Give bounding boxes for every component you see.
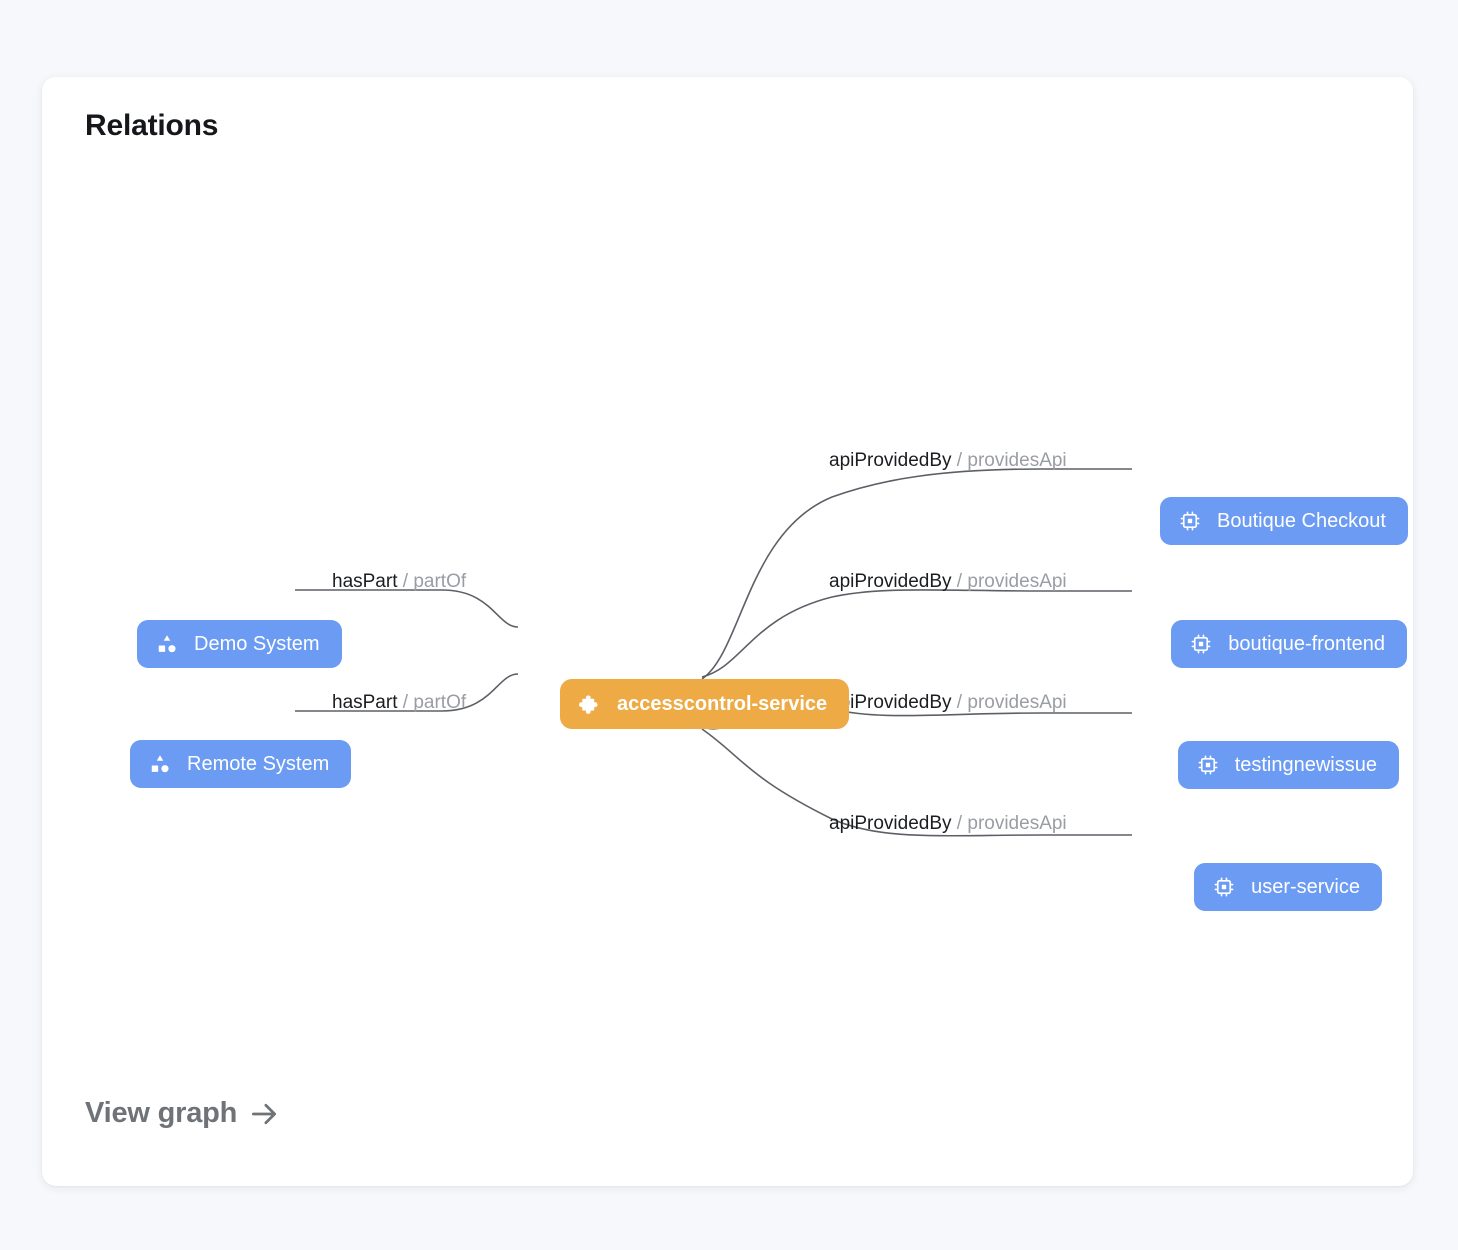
- edge-label-testingnewissue: apiProvidedBy / providesApi: [829, 693, 1067, 712]
- graph-node-label: Remote System: [187, 753, 330, 775]
- system-shapes-icon: [156, 633, 178, 655]
- edge-label-secondary: providesApi: [967, 571, 1067, 592]
- cpu-chip-icon: [1197, 754, 1219, 776]
- edge-label-primary: apiProvidedBy: [829, 571, 952, 592]
- graph-node-label: accesscontrol-service: [617, 693, 828, 715]
- graph-node-testingnewissue[interactable]: testingnewissue: [1177, 741, 1399, 789]
- graph-node-boutique-frontend[interactable]: boutique-frontend: [1171, 620, 1407, 668]
- edge-label-boutique-frontend: apiProvidedBy / providesApi: [829, 572, 1067, 591]
- edge-label-user-service: apiProvidedBy / providesApi: [829, 814, 1067, 833]
- edge-label-remote-system: hasPart / partOf: [332, 693, 466, 712]
- edge-label-separator: /: [951, 450, 968, 471]
- edge-label-primary: apiProvidedBy: [829, 813, 952, 834]
- edge-label-primary: hasPart: [332, 692, 398, 713]
- edge-label-separator: /: [951, 692, 968, 713]
- cpu-chip-icon: [1213, 876, 1235, 898]
- edge-label-primary: apiProvidedBy: [829, 450, 952, 471]
- graph-node-label: boutique-frontend: [1228, 633, 1385, 655]
- edge-label-separator: /: [397, 571, 414, 592]
- graph-node-label: Demo System: [194, 633, 320, 655]
- edge-label-secondary: partOf: [413, 692, 467, 713]
- relations-graph[interactable]: hasPart / partOf hasPart / partOf apiPro…: [42, 77, 1413, 1186]
- edge-label-secondary: partOf: [413, 571, 467, 592]
- edge-label-secondary: providesApi: [967, 692, 1067, 713]
- graph-node-remote-system[interactable]: Remote System: [130, 740, 352, 788]
- edge-label-secondary: providesApi: [967, 813, 1067, 834]
- relations-card: Relations: [42, 77, 1413, 1186]
- system-shapes-icon: [149, 753, 171, 775]
- graph-node-label: testingnewissue: [1234, 754, 1377, 776]
- edge-label-primary: apiProvidedBy: [829, 692, 952, 713]
- arrow-right-icon: [249, 1099, 279, 1129]
- graph-node-label: user-service: [1251, 876, 1360, 898]
- page-title: Relations: [85, 109, 219, 142]
- edge-label-primary: hasPart: [332, 571, 398, 592]
- edge-label-separator: /: [951, 571, 968, 592]
- edge-label-boutique-checkout: apiProvidedBy / providesApi: [829, 451, 1067, 470]
- graph-node-label: Boutique Checkout: [1216, 510, 1386, 532]
- graph-node-demo-system[interactable]: Demo System: [137, 620, 342, 668]
- edge-label-separator: /: [951, 813, 968, 834]
- edge-boutique-frontend: [701, 589, 1132, 678]
- view-graph-label: View graph: [85, 1097, 238, 1129]
- graph-node-boutique-checkout[interactable]: Boutique Checkout: [1159, 497, 1408, 545]
- graph-node-user-service[interactable]: user-service: [1194, 863, 1382, 911]
- cpu-chip-icon: [1190, 633, 1212, 655]
- cpu-chip-icon: [1179, 510, 1201, 532]
- edge-label-secondary: providesApi: [967, 450, 1067, 471]
- edge-label-separator: /: [397, 692, 414, 713]
- puzzle-piece-icon: [579, 693, 601, 715]
- graph-node-accesscontrol-service[interactable]: accesscontrol-service: [560, 679, 850, 729]
- edge-label-demo-system: hasPart / partOf: [332, 572, 466, 591]
- view-graph-link[interactable]: View graph: [85, 1097, 279, 1130]
